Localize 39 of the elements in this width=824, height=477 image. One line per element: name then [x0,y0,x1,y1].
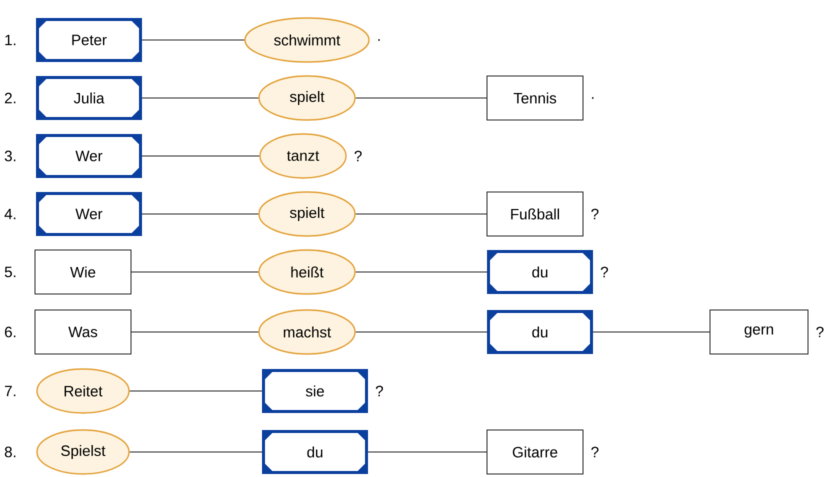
punctuation: ? [591,208,598,220]
punctuation: ? [591,446,598,458]
punctuation: ? [354,150,362,162]
word-oval: spielt [258,191,356,237]
word-box: Tennis [486,76,584,120]
word-box: du [487,250,593,294]
word-oval: spielt [258,75,356,121]
word-oval: tanzt [259,133,347,179]
word-box: Wie [34,250,132,294]
punctuation: ? [816,326,824,338]
row-number: 5. [4,266,16,278]
row-number: 4. [4,208,16,220]
row-number: 1. [5,34,16,46]
row-number: 6. [4,326,16,338]
row-number: 2. [4,92,16,104]
word-box: Wer [36,134,142,178]
word-oval: Reitet [36,368,130,414]
word-box: Julia [36,76,142,120]
word-box: Gitarre [486,430,584,474]
word-box: sie [262,369,368,413]
punctuation: ? [600,266,608,278]
punctuation: . [378,39,380,41]
word-oval: schwimmt [244,17,370,63]
punctuation: . [592,97,594,99]
row-number: 7. [4,386,16,396]
word-box: gern [710,310,808,354]
punctuation: ? [376,386,383,396]
word-box: Peter [36,18,142,62]
word-oval: Spielst [36,429,130,475]
word-box: Fußball [486,192,584,236]
word-oval: machst [258,309,356,355]
row-number: 8. [4,446,16,458]
word-box: Was [34,310,132,354]
word-oval: heißt [258,249,356,295]
word-box: du [262,430,368,474]
row-number: 3. [4,150,16,162]
word-box: Wer [36,192,142,236]
word-box: du [487,310,593,354]
connector-line [129,390,262,392]
